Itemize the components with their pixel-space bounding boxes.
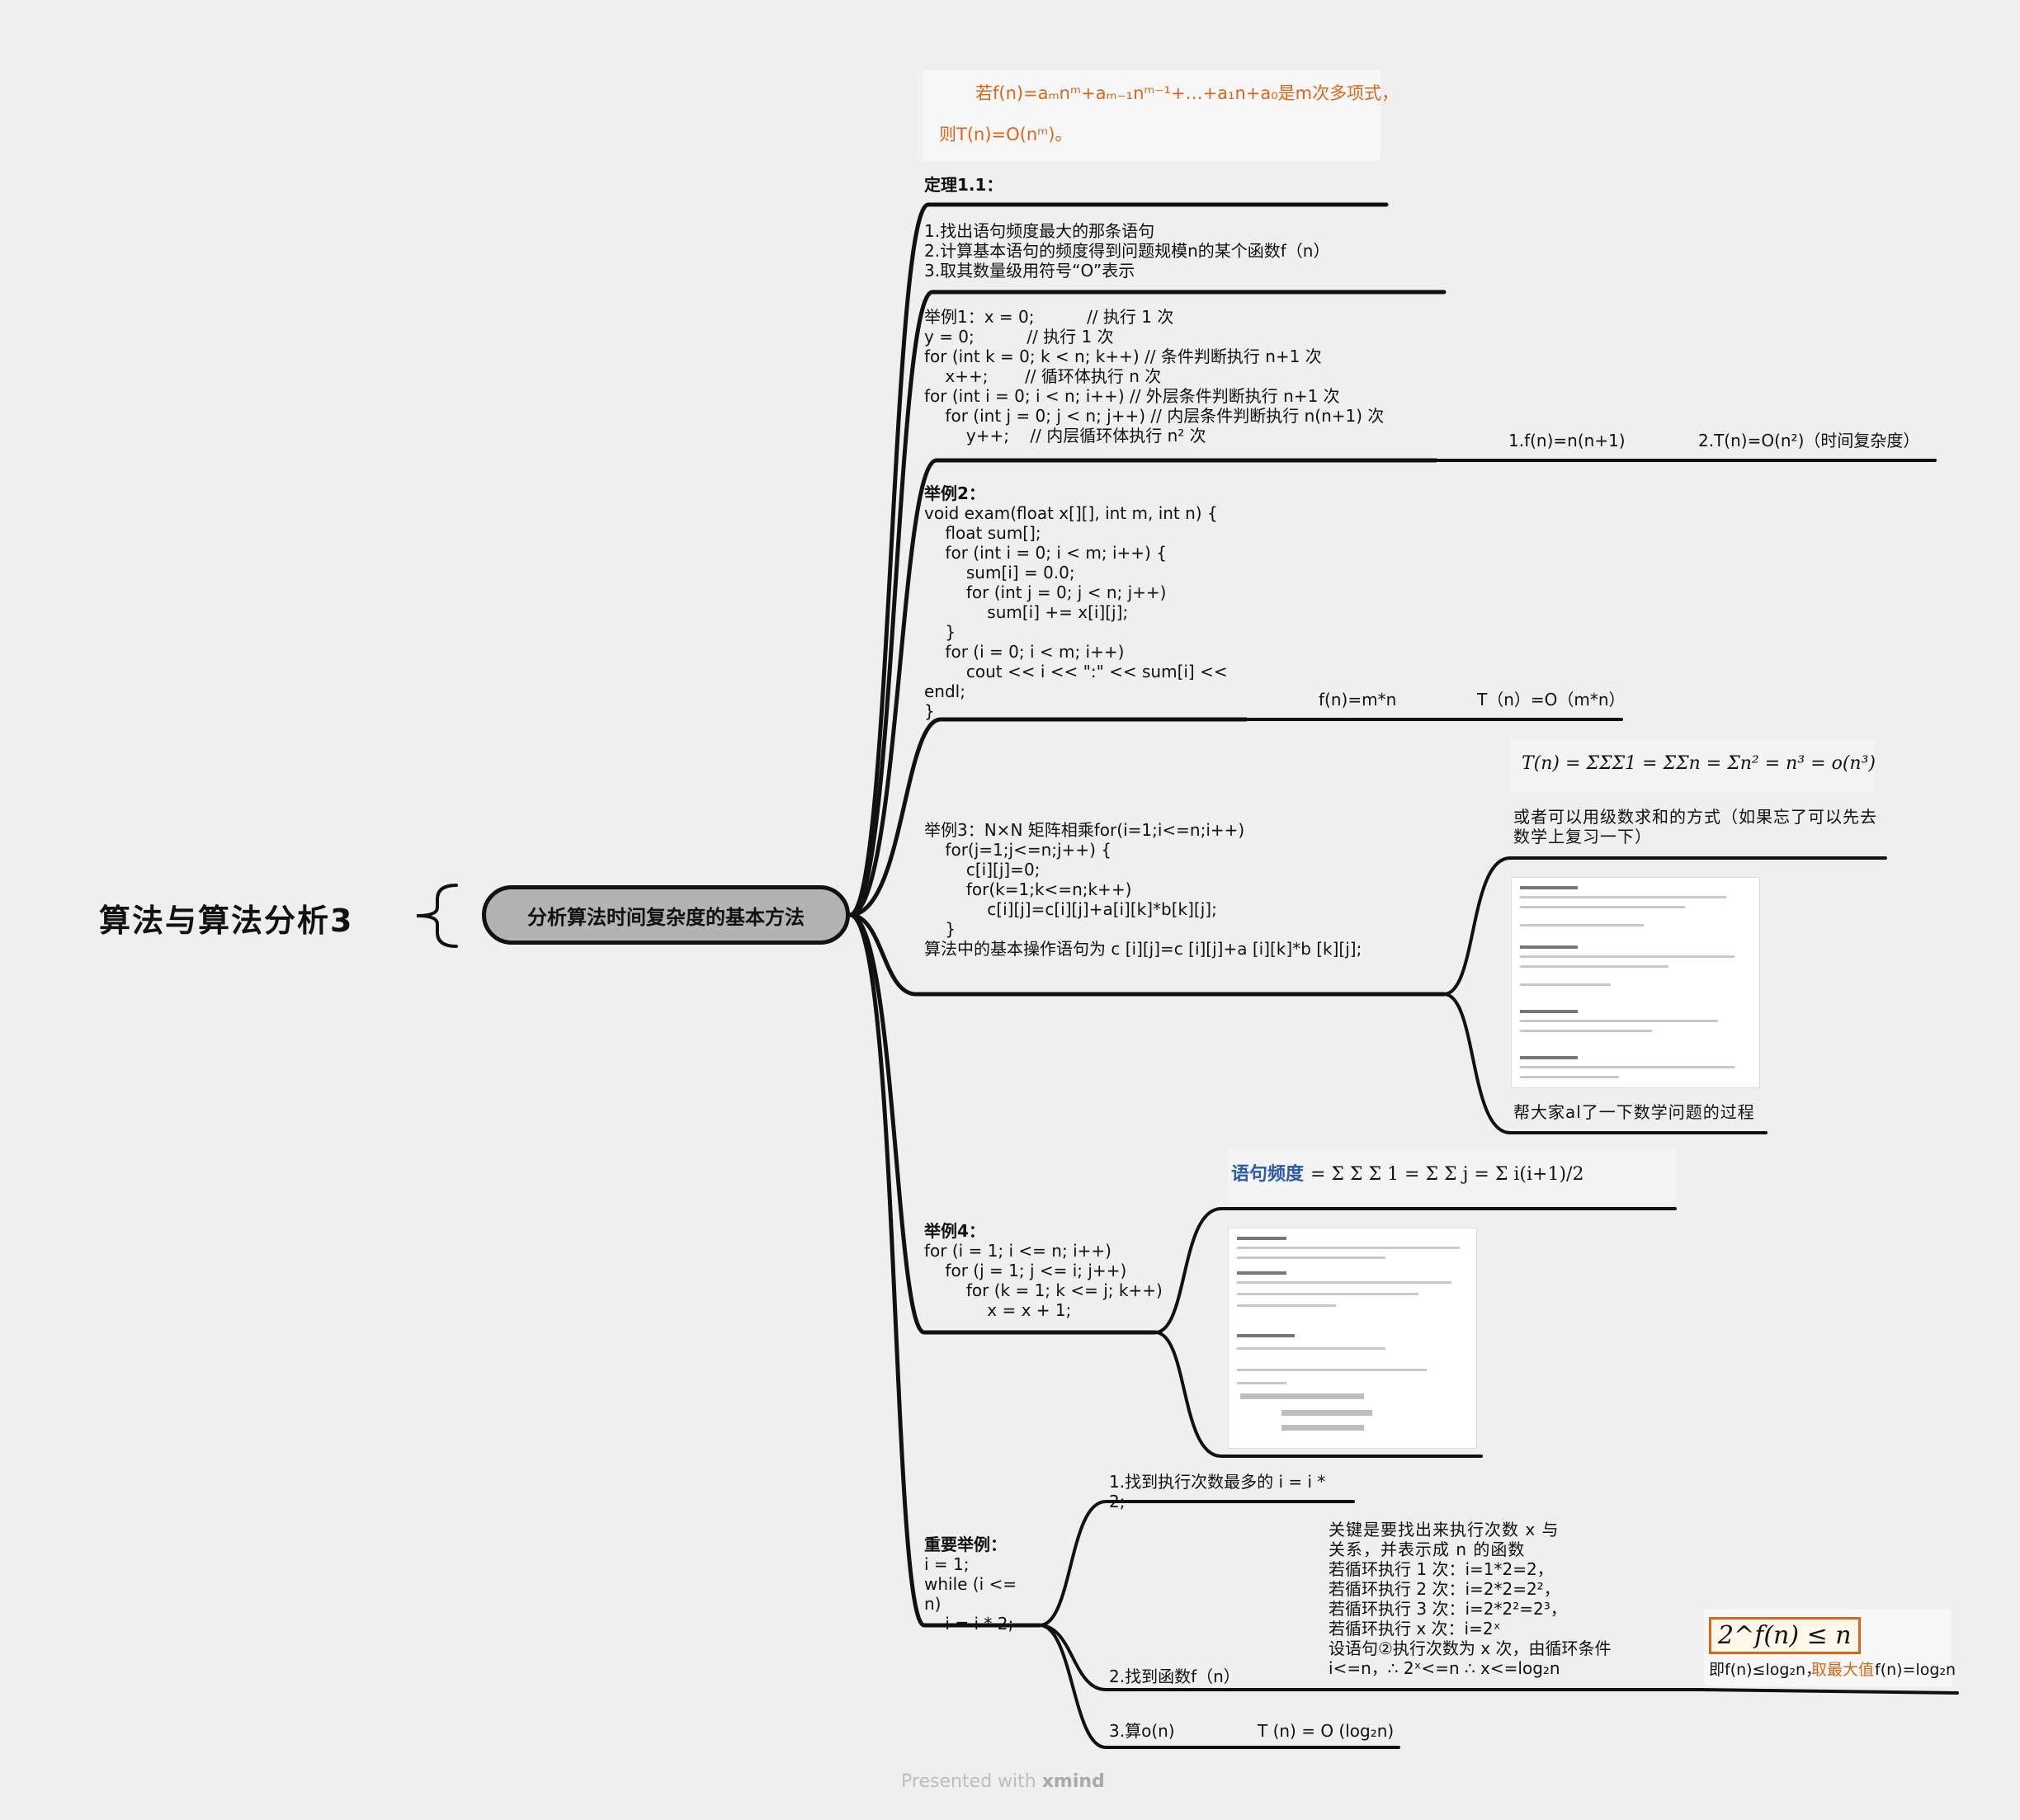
code-line: for (int i = 0; i < n; i++) // 外层条件判断执行 … <box>924 386 1340 406</box>
code-line: x++; // 循环体执行 n 次 <box>924 366 1162 386</box>
important-step3[interactable]: 3.算o(n) <box>1109 1721 1175 1741</box>
code-line: y = 0; // 执行 1 次 <box>924 327 1114 347</box>
connector-important <box>847 912 1042 1628</box>
code-line: 算法中的基本操作语句为 c [i][j]=c [i][j]+a [i][k]*b… <box>924 939 1362 959</box>
connector-imp-step2 <box>1038 1624 1314 1691</box>
important-formula-card: 2^f(n) ≤ n 即f(n)≤log₂n， 取最大值 f(n)=log₂n <box>1704 1609 1956 1686</box>
connector-ex4-detail <box>1154 1207 1677 1334</box>
example4-formula-image: 语句频度 = Σ Σ Σ 1 = Σ Σ j = Σ i(i+1)/2 <box>1228 1148 1675 1203</box>
example1-result2[interactable]: 2.T(n)=O(n²)（时间复杂度） <box>1698 431 1920 450</box>
explain-line: 若循环执行 x 次：i=2ˣ <box>1329 1619 1501 1638</box>
connector-example4 <box>847 912 1158 1335</box>
code-line: } <box>924 622 956 642</box>
code-line: float sum[]; <box>924 523 1041 543</box>
important-step1[interactable]: 1.找到执行次数最多的 i = i * 2; <box>1109 1472 1326 1511</box>
code-line: cout << i << ":" << sum[i] << <box>924 662 1228 681</box>
connector-steps <box>847 290 1447 917</box>
title-brace <box>416 884 458 948</box>
code-line: for (int i = 0; i < m; i++) { <box>924 543 1167 563</box>
connector-example3 <box>847 912 1447 997</box>
code-line: for (i = 0; i < m; i++) <box>924 642 1125 662</box>
theorem-label[interactable]: 定理1.1： <box>924 175 1003 195</box>
code-line: for (j = 1; j <= i; j++) <box>924 1261 1127 1280</box>
footer-prefix: Presented with <box>901 1771 1042 1792</box>
code-line: for(k=1;k<=n;k++) <box>924 879 1132 899</box>
explain-line: 设语句②执行次数为 x 次，由循环条件 <box>1329 1638 1612 1658</box>
connector-ex4-detail2 <box>1154 1331 1483 1458</box>
code-line: 举例3：N×N 矩阵相乘for(i=1;i<=n;i++) <box>924 820 1245 840</box>
code-line: for(j=1;j<=n;j++) { <box>924 840 1111 860</box>
example3-formula-image: T(n) = ΣΣΣ1 = ΣΣn = Σn² = n³ = o(n³) <box>1510 741 1876 792</box>
connector-ex3-caption <box>1442 993 1768 1134</box>
important-conclusion-b: 取最大值 <box>1811 1661 1875 1679</box>
example3-note[interactable]: 或者可以用级数求和的方式（如果忘了可以先去 数学上复习一下） <box>1513 807 1877 846</box>
code-line: while (i <= <box>924 1574 1017 1594</box>
xmind-logo: xmind <box>1041 1771 1105 1792</box>
code-line: void exam(float x[][], int m, int n) { <box>924 503 1218 523</box>
theorem-line1: 若f(n)=aₘnᵐ+aₘ₋₁nᵐ⁻¹+…+a₁n+a₀是m次多项式， <box>975 83 1399 103</box>
code-line: sum[i] += x[i][j]; <box>924 602 1129 622</box>
code-line: } <box>924 701 935 721</box>
connector-example2 <box>847 717 1248 917</box>
explain-line: 关键是要找出来执行次数 x 与 <box>1329 1520 1560 1539</box>
important-conclusion-a: 即f(n)≤log₂n， <box>1709 1661 1822 1679</box>
code-line: for (int j = 0; j < n; j++) <box>924 582 1167 602</box>
central-topic[interactable]: 分析算法时间复杂度的基本方法 <box>482 885 850 945</box>
code-line: i = 1; <box>924 1554 970 1574</box>
example2-result1[interactable]: f(n)=m*n <box>1319 690 1397 710</box>
example3-caption[interactable]: 帮大家al了一下数学问题的过程 <box>1513 1102 1755 1122</box>
explain-line: 若循环执行 1 次：i=1*2=2， <box>1329 1559 1554 1579</box>
explain-line: i<=n，∴ 2ˣ<=n ∴ x<=log₂n <box>1329 1658 1560 1678</box>
important-step3-result[interactable]: T (n) = O (log₂n) <box>1258 1721 1395 1741</box>
explain-line: 关系，并表示成 n 的函数 <box>1329 1539 1526 1559</box>
code-line: for (int k = 0; k < n; k++) // 条件判断执行 n+… <box>924 347 1322 366</box>
example4-derivation-image <box>1228 1228 1477 1449</box>
map-title: 算法与算法分析3 <box>99 903 354 939</box>
code-line: 举例4： <box>924 1221 985 1241</box>
code-line: c[i][j]=0; <box>924 860 1041 879</box>
example1-result1[interactable]: 1.f(n)=n(n+1) <box>1508 431 1626 450</box>
explain-line: 若循环执行 2 次：i=2*2=2²， <box>1329 1579 1560 1599</box>
connector-imp-step1 <box>1038 1500 1355 1627</box>
code-line: sum[i] = 0.0; <box>924 563 1075 582</box>
code-line: n) <box>924 1594 942 1614</box>
theorem-card: 若f(n)=aₘnᵐ+aₘ₋₁nᵐ⁻¹+…+a₁n+a₀是m次多项式， 则T(n… <box>923 70 1399 161</box>
theorem-line2: 则T(n)=O(nᵐ)。 <box>939 125 1073 144</box>
code-line: 举例2： <box>924 483 985 503</box>
step-item: 1.找出语句频度最大的那条语句 <box>924 221 1155 241</box>
code-line: 重要举例： <box>924 1535 1007 1554</box>
code-line: for (i = 1; i <= n; i++) <box>924 1241 1111 1261</box>
code-line: } <box>924 919 956 939</box>
connector-theorem <box>847 202 1389 917</box>
example4-formula-label: 语句频度 <box>1231 1164 1305 1185</box>
important-step2[interactable]: 2.找到函数f（n） <box>1109 1667 1240 1686</box>
connector-imp-step3 <box>1038 1624 1173 1749</box>
example2-result2[interactable]: T（n）=O（m*n） <box>1477 690 1626 710</box>
step-item: 2.计算基本语句的频度得到问题规模n的某个函数f（n） <box>924 241 1330 261</box>
step-item: 3.取其数量级用符号“O”表示 <box>924 261 1135 281</box>
connector-ex3-note <box>1442 856 1887 996</box>
code-line: i = i * 2; <box>924 1614 1014 1634</box>
code-line: c[i][j]=c[i][j]+a[i][k]*b[k][j]; <box>924 899 1217 919</box>
code-line: for (int j = 0; j < n; j++) // 内层条件判断执行 … <box>924 406 1385 426</box>
code-line: 举例1：x = 0; // 执行 1 次 <box>924 307 1174 327</box>
code-line: x = x + 1; <box>924 1300 1072 1320</box>
code-line: y++; // 内层循环体执行 n² 次 <box>924 426 1206 446</box>
example3-formula: T(n) = ΣΣΣ1 = ΣΣn = Σn² = n³ = o(n³) <box>1522 753 1876 774</box>
example4-formula-rest: = Σ Σ Σ 1 = Σ Σ j = Σ i(i+1)/2 <box>1310 1164 1584 1185</box>
explain-line: 若循环执行 3 次：i=2*2²=2³， <box>1329 1599 1567 1619</box>
footer-credit: Presented with xmind <box>901 1771 1105 1792</box>
important-conclusion-c: f(n)=log₂n <box>1875 1661 1956 1679</box>
connector-imp-conclusion <box>1698 1688 1959 1695</box>
important-formula: 2^f(n) ≤ n <box>1709 1617 1861 1654</box>
code-line: for (k = 1; k <= j; k++) <box>924 1280 1163 1300</box>
connector-example1 <box>847 458 1438 917</box>
code-line: endl; <box>924 681 965 701</box>
example3-derivation-image <box>1511 877 1760 1088</box>
